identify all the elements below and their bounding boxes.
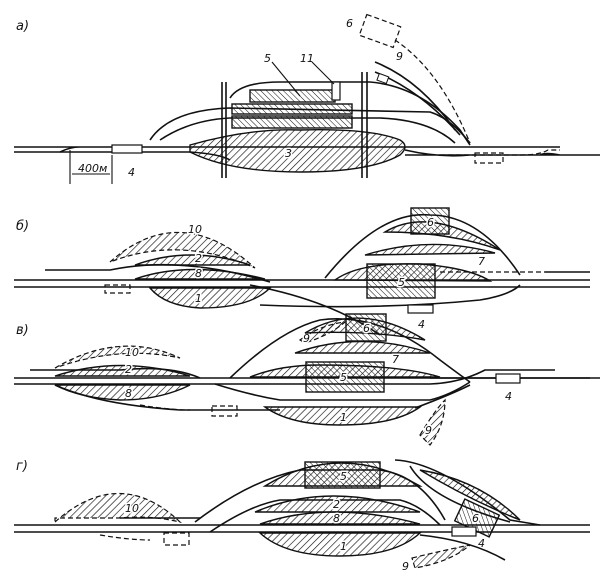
label-4: 4 xyxy=(418,318,425,331)
block-11 xyxy=(331,81,341,101)
yard-9 xyxy=(411,543,473,569)
yard-9-label: 9 xyxy=(303,332,310,345)
yard-10-label: 10 xyxy=(188,223,202,236)
yard-8 xyxy=(259,511,421,525)
yard-2 xyxy=(134,254,251,266)
dashed-branch xyxy=(394,39,471,144)
distance-label: 400м xyxy=(78,162,107,175)
yard-1-label: 1 xyxy=(195,292,202,305)
label-9: 9 xyxy=(396,50,403,63)
block-6-dashed xyxy=(358,13,402,49)
yard-8-label: 8 xyxy=(333,512,340,525)
distance-marker xyxy=(69,150,113,184)
yard-9-label: 9 xyxy=(425,424,432,437)
yard-10-label: 10 xyxy=(125,502,139,515)
block-4 xyxy=(451,526,477,537)
yard-1 xyxy=(262,406,423,426)
yard-8 xyxy=(134,268,266,280)
label-4: 4 xyxy=(505,390,512,403)
bypass-track xyxy=(259,284,521,308)
yard-1 xyxy=(258,532,422,557)
block-dashed xyxy=(211,405,238,417)
inner-track xyxy=(209,499,441,533)
yard-2 xyxy=(254,495,421,513)
panel-label-a: а) xyxy=(16,19,29,34)
block-6 xyxy=(345,313,387,342)
yard-1-label: 1 xyxy=(340,540,347,553)
block-dashed xyxy=(104,284,131,294)
block-4 xyxy=(495,373,521,384)
yard-2-label: 2 xyxy=(195,252,202,265)
label-5: 5 xyxy=(264,52,271,65)
scheme-b: б) 10 2 8 1 9 6 5 4 7 xyxy=(14,207,590,347)
main-tracks xyxy=(14,524,590,533)
scheme-v: в) 10 2 8 6 5 1 9 4 7 xyxy=(14,313,600,446)
block-dashed xyxy=(163,532,190,546)
label-6: 6 xyxy=(472,512,479,525)
yard-6-lens xyxy=(419,469,521,521)
block-dashed xyxy=(474,152,504,164)
dashed-track xyxy=(440,149,560,156)
block-5 xyxy=(305,361,385,393)
label-5: 5 xyxy=(340,470,347,483)
leader-5 xyxy=(271,61,301,97)
yard-2-label: 2 xyxy=(333,498,340,511)
block-9 xyxy=(376,72,390,85)
block-5c xyxy=(231,115,353,129)
panel-label-v: в) xyxy=(16,323,29,338)
panel-label-b: б) xyxy=(16,219,29,234)
yard-2 xyxy=(54,364,191,377)
scheme-g: г) 10 5 2 8 1 6 4 9 xyxy=(14,459,590,573)
yard-7-label: 7 xyxy=(478,255,485,268)
dashed-left xyxy=(139,404,191,411)
block-4 xyxy=(407,304,434,314)
middle-track xyxy=(214,381,471,401)
block-5 xyxy=(366,263,436,299)
bypass-track-2 xyxy=(159,117,456,144)
label-6: 6 xyxy=(363,322,370,335)
label-5: 5 xyxy=(340,371,347,384)
yard-9 xyxy=(419,398,446,446)
yard-3-label: 3 xyxy=(285,147,292,160)
block-5 xyxy=(304,461,381,489)
panel-label-g: г) xyxy=(16,459,28,474)
yard-8-label: 8 xyxy=(195,267,202,280)
yard-10 xyxy=(54,493,183,524)
scheme-a: а) 3 5 11 6 9 4 400м xyxy=(14,13,600,184)
bypass-track-1 xyxy=(149,107,471,144)
label-4: 4 xyxy=(128,166,135,179)
main-tracks xyxy=(14,279,590,288)
yard-7 xyxy=(294,340,431,354)
label-5: 5 xyxy=(398,276,405,289)
yard-7-label: 7 xyxy=(392,353,399,366)
label-6: 6 xyxy=(427,216,434,229)
yard-3 xyxy=(189,129,406,173)
label-6: 6 xyxy=(346,17,353,30)
block-6 xyxy=(410,207,450,235)
branch-track-9 xyxy=(419,534,506,561)
yard-7 xyxy=(364,243,496,256)
block-5 xyxy=(249,89,336,103)
yard-9-label: 9 xyxy=(402,560,409,573)
yard-10-label: 10 xyxy=(125,346,139,359)
leader-11 xyxy=(311,61,335,85)
label-11: 11 xyxy=(300,52,314,65)
dashed-track xyxy=(99,534,151,541)
yard-8-label: 8 xyxy=(125,387,132,400)
label-4: 4 xyxy=(478,537,485,550)
yard-1 xyxy=(148,287,272,309)
boundary-lines xyxy=(221,72,368,178)
yard-1-label: 1 xyxy=(340,411,347,424)
block-5b xyxy=(231,103,353,115)
block-4 xyxy=(111,144,143,154)
yard-10 xyxy=(109,231,256,269)
yard-2-label: 2 xyxy=(125,363,132,376)
yard-10 xyxy=(54,345,181,369)
